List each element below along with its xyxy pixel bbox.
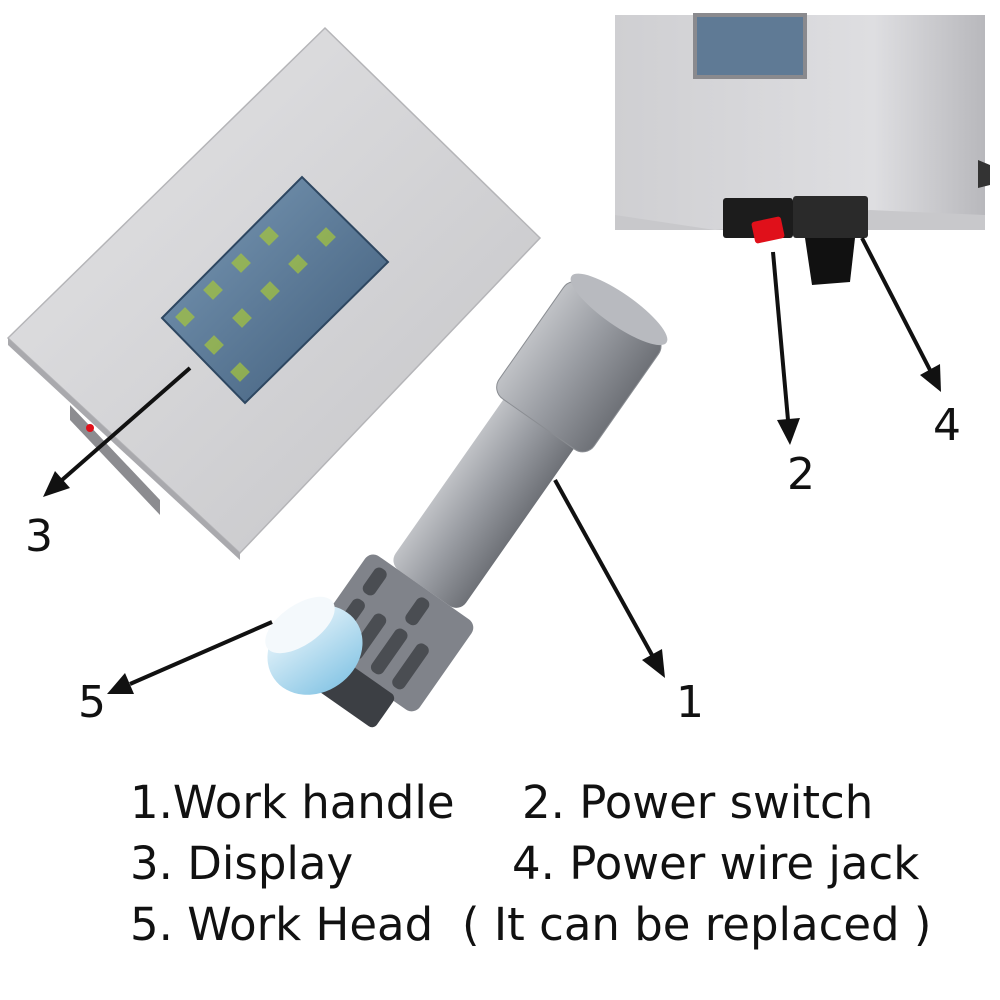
product-illustration: 1 2 3 4 5 [6, 13, 990, 728]
power-switch [723, 198, 793, 244]
legend-item-work-handle: 1.Work handle [130, 776, 455, 829]
legend-item-work-head-note: ( It can be replaced ) [462, 898, 932, 951]
callout-2: 2 [787, 449, 815, 500]
legend-item-power-switch: 2. Power switch [522, 776, 874, 829]
callout-4: 4 [933, 400, 961, 451]
parts-legend: 1.Work handle 2. Power switch 3. Display… [0, 760, 1000, 960]
arrow-2 [771, 251, 800, 445]
display-screen [160, 175, 390, 405]
legend-item-power-wire-jack: 4. Power wire jack [512, 837, 920, 890]
legend-item-work-head: 5. Work Head [130, 898, 434, 951]
arrow-3 [43, 366, 192, 497]
power-wire-jack [793, 196, 868, 285]
arrow-4 [860, 237, 941, 392]
legend-item-display: 3. Display [130, 837, 354, 890]
callout-5: 5 [78, 677, 106, 728]
pointer-arrows [43, 237, 941, 694]
screen-icons [175, 226, 336, 382]
device-closeup [615, 13, 990, 285]
arrow-1 [553, 479, 665, 678]
callout-1: 1 [676, 677, 704, 728]
arrow-5 [107, 620, 273, 694]
callout-3: 3 [25, 511, 53, 562]
work-head [265, 596, 363, 695]
